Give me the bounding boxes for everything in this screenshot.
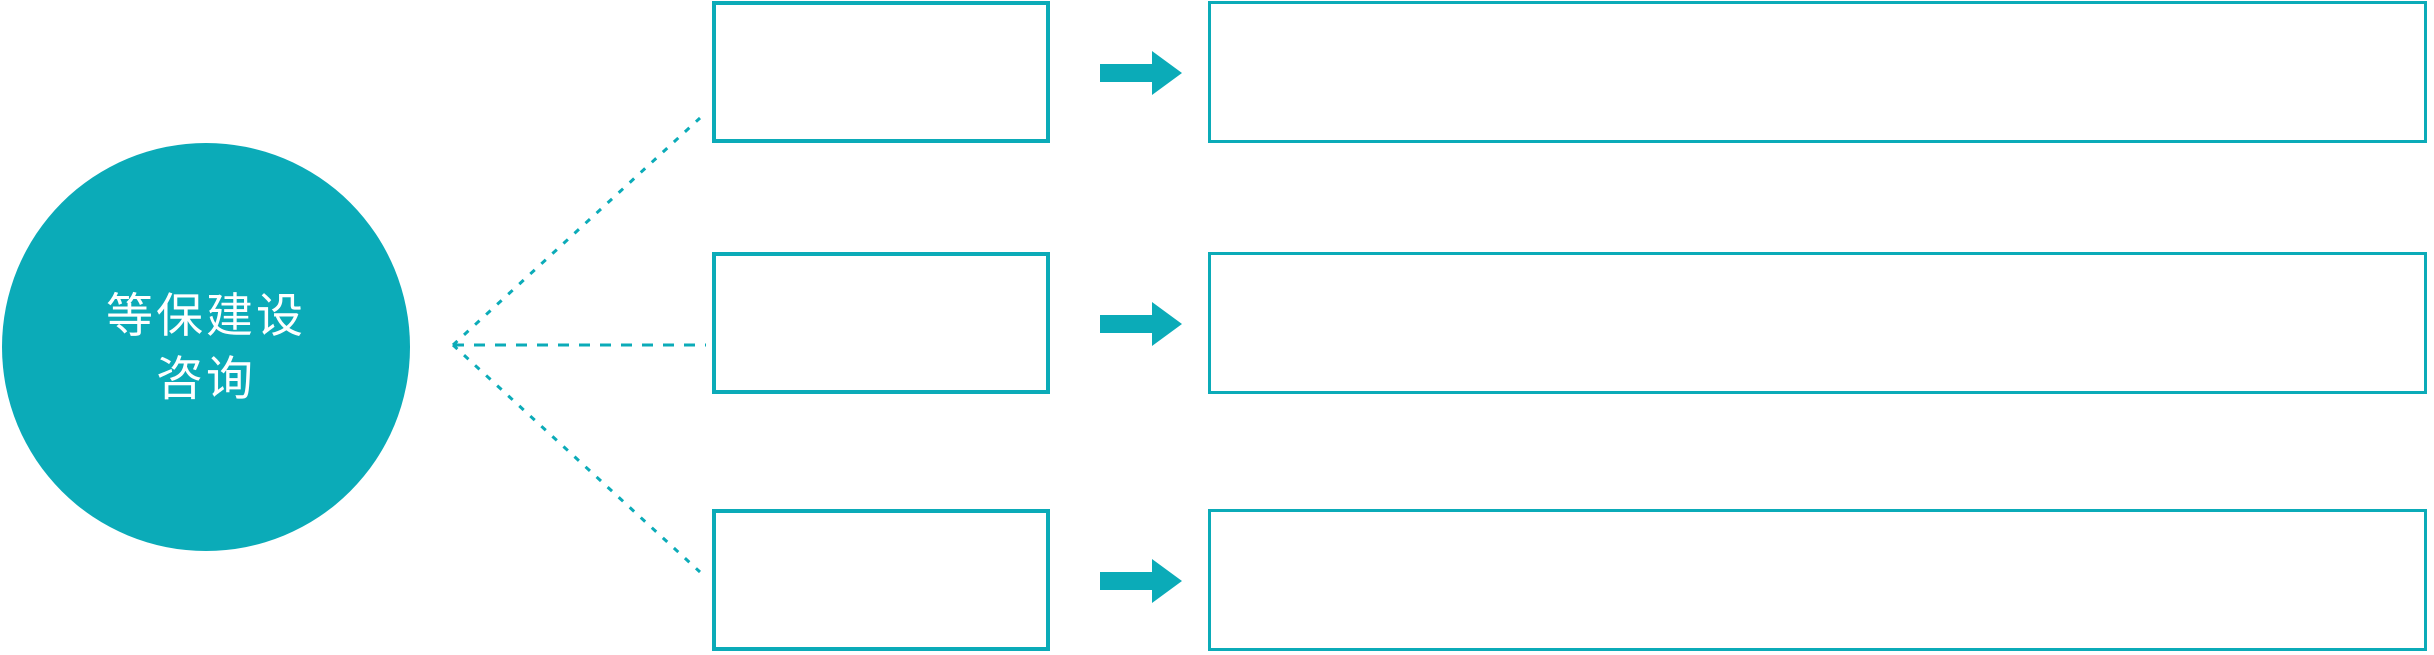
branch-row-3 <box>0 509 2434 651</box>
hub-title-line-1: 等保建设 <box>106 288 306 342</box>
detail-box-1[interactable] <box>1208 1 2427 143</box>
detail-box-2[interactable] <box>1208 252 2427 394</box>
arrow-right-icon <box>1100 559 1182 603</box>
arrow-right-icon <box>1100 51 1182 95</box>
label-box-1[interactable] <box>712 1 1050 143</box>
branch-row-1 <box>0 1 2434 143</box>
label-box-3[interactable] <box>712 509 1050 651</box>
detail-box-3[interactable] <box>1208 509 2427 651</box>
hub-title-line-2: 咨询 <box>156 352 256 405</box>
branch-row-2 <box>0 252 2434 394</box>
arrow-right-icon <box>1100 302 1182 346</box>
label-box-2[interactable] <box>712 252 1050 394</box>
hub-circle[interactable]: 等保建设 咨询 <box>2 143 410 551</box>
